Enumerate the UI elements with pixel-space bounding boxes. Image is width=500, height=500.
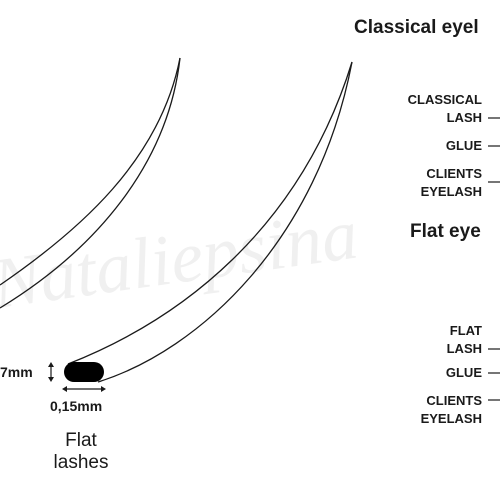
flat-lash-label-line2: LASH — [446, 341, 482, 356]
caption-line2: lashes — [53, 452, 109, 473]
flat-clients-label-line1: CLIENTS — [426, 393, 482, 408]
flat-lash-cross-section — [64, 362, 104, 382]
flat-heading: Flat eye — [410, 221, 481, 242]
flat-clients-eyelash-label: CLIENTS EYELASH — [421, 392, 482, 428]
classical-lash-label: CLASSICAL LASH — [408, 91, 482, 127]
classical-clients-label-line1: CLIENTS — [426, 166, 482, 181]
flat-lash-label-line1: FLAT — [449, 323, 482, 338]
callout-ticks — [488, 117, 500, 401]
flat-glue-label: GLUE — [445, 365, 482, 380]
classical-lash-label-line1: CLASSICAL — [407, 92, 482, 107]
thickness-arrow — [48, 362, 54, 382]
flat-lash-strand-upper — [67, 61, 353, 365]
classical-lash-strand-inner — [0, 57, 181, 309]
watermark: Nataliepsina — [0, 194, 362, 325]
classical-clients-label-line2: EYELASH — [420, 184, 482, 199]
caption-line1: Flat — [65, 430, 97, 451]
width-arrow — [62, 386, 106, 392]
width-label: 0,15mm — [50, 398, 103, 414]
classical-clients-eyelash-label: CLIENTS EYELASH — [421, 165, 482, 201]
classical-lash-strand-outer — [0, 57, 181, 286]
flat-lash-label: FLAT LASH — [447, 322, 482, 358]
flat-lash-strand-lower — [97, 61, 353, 383]
classical-glue-label: GLUE — [445, 138, 482, 153]
classical-heading: Classical eyel — [354, 17, 479, 38]
classical-lash-curve — [0, 57, 181, 309]
flat-clients-label-line2: EYELASH — [420, 411, 482, 426]
flat-lashes-caption: Flat lashes — [36, 430, 126, 474]
classical-lash-label-line2: LASH — [446, 110, 482, 125]
flat-lash-curve — [67, 61, 353, 383]
thickness-label: 7mm — [0, 364, 33, 380]
